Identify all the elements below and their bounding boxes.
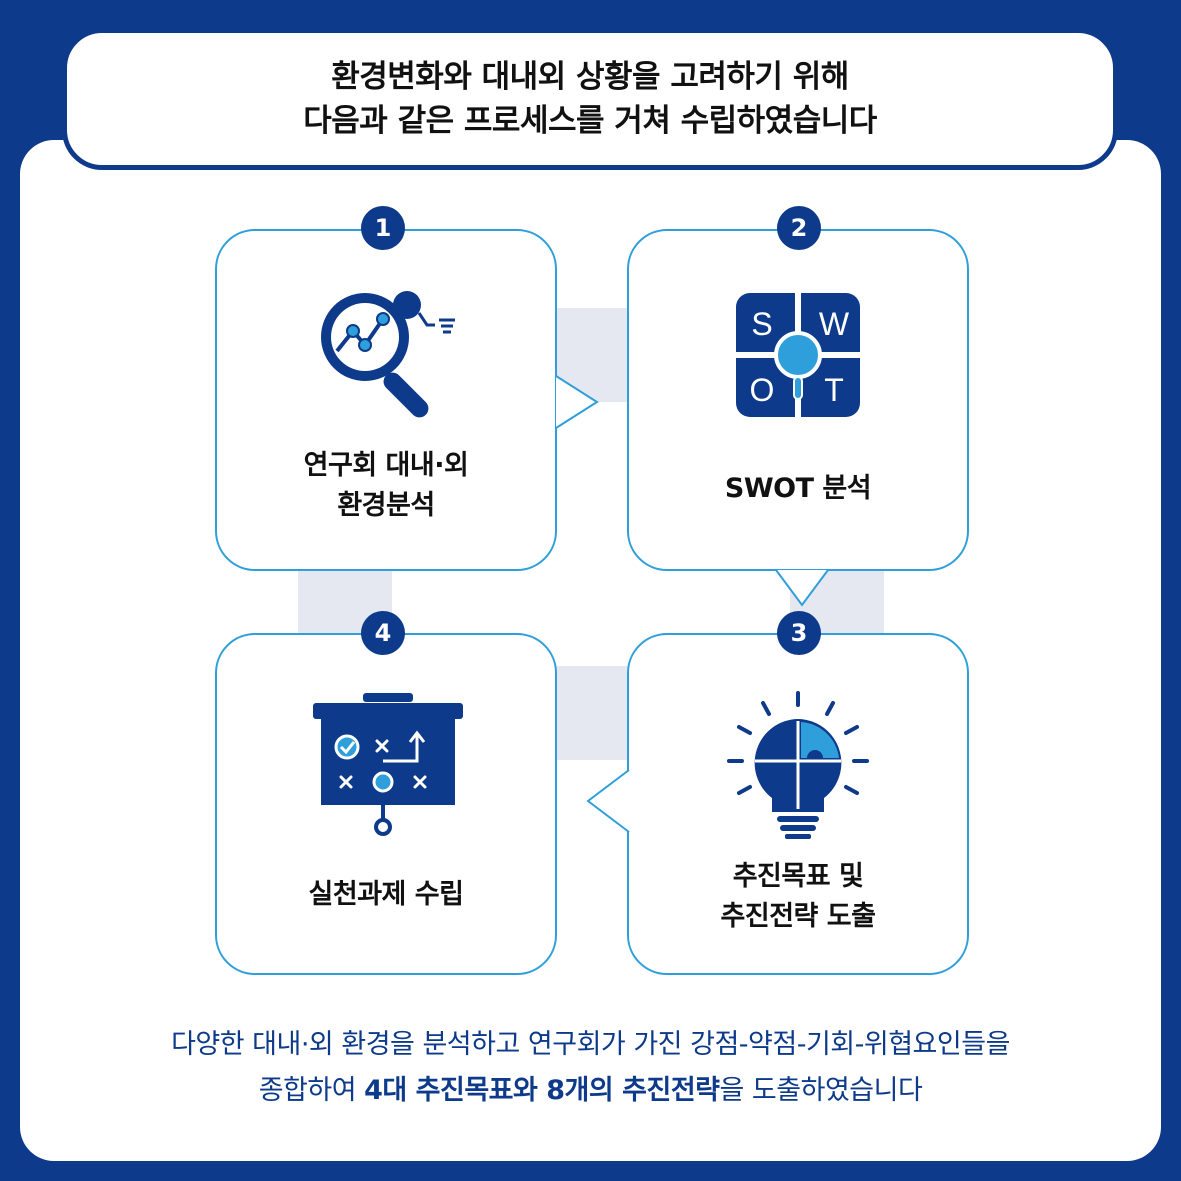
step-1-label-line-2: 환경분석 — [337, 490, 435, 521]
step-card-2: S W O T SWOT 분석 — [627, 229, 969, 571]
summary-text: 다양한 대내·외 환경을 분석하고 연구회가 가진 강점-약점-기회-위협요인들… — [20, 1022, 1161, 1114]
step-1-pointer — [555, 375, 599, 429]
step-2-pointer — [775, 569, 829, 607]
step-3-label-line-1: 추진목표 및 — [732, 861, 864, 892]
swot-letter-o: O — [750, 372, 775, 408]
swot-icon: S W O T — [736, 293, 860, 417]
step-2-label: SWOT 분석 — [724, 473, 872, 504]
step-badge-4: 4 — [361, 611, 405, 655]
step-card-4: 실천과제 수립 — [215, 633, 557, 975]
summary-line-2-end: 을 도출하였습니다 — [719, 1075, 923, 1106]
step-card-1: 연구회 대내·외 환경분석 — [215, 229, 557, 571]
step-badge-2: 2 — [777, 206, 821, 250]
magnifier-analysis-icon — [321, 291, 455, 418]
header-line-1: 환경변화와 대내외 상황을 고려하기 위해 — [331, 59, 849, 95]
step-1-label-line-1: 연구회 대내·외 — [303, 450, 469, 481]
header-box: 환경변화와 대내외 상황을 고려하기 위해 다음과 같은 프로세스를 거쳐 수립… — [62, 28, 1118, 170]
summary-line-2: 종합하여 4대 추진목표와 8개의 추진전략을 도출하였습니다 — [20, 1068, 1161, 1114]
summary-line-2-start: 종합하여 — [258, 1075, 365, 1106]
strategy-board-icon — [313, 693, 463, 836]
step-4-label: 실천과제 수립 — [308, 879, 464, 910]
summary-line-1: 다양한 대내·외 환경을 분석하고 연구회가 가진 강점-약점-기회-위협요인들… — [171, 1029, 1010, 1060]
summary-highlight: 4대 추진목표와 8개의 추진전략 — [364, 1075, 720, 1106]
swot-letter-t: T — [824, 372, 844, 408]
step-3-pointer — [586, 769, 630, 833]
swot-letter-s: S — [751, 306, 772, 342]
swot-letter-w: W — [819, 306, 850, 342]
step-badge-3: 3 — [777, 611, 821, 655]
step-card-3: 추진목표 및 추진전략 도출 — [627, 633, 969, 975]
lightbulb-puzzle-icon — [727, 691, 869, 839]
step-badge-1: 1 — [361, 206, 405, 250]
step-3-label-line-2: 추진전략 도출 — [720, 901, 876, 932]
header-line-2: 다음과 같은 프로세스를 거쳐 수립하였습니다 — [303, 103, 877, 139]
